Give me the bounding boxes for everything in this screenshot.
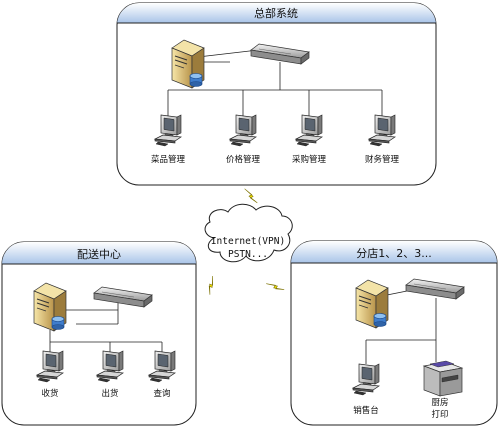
lightning-icon — [201, 275, 221, 295]
panel-hq-header — [117, 3, 436, 23]
lightning-icon — [265, 277, 285, 297]
cloud-label-network: Internet(VPN) — [211, 236, 285, 247]
cloud-label-pstn: PSTN... — [228, 249, 268, 260]
printer-icon — [422, 360, 464, 397]
distribution-links — [49, 300, 163, 352]
printer-label-line2: 打印 — [431, 409, 448, 420]
client-label: 价格管理 — [226, 154, 261, 165]
panel-branch-title: 分店1、2、3... — [356, 246, 432, 260]
panel-hq: 总部系统 菜品管理 价格管理 采购管理 财务管理 — [116, 2, 437, 186]
client-label: 出货 — [101, 388, 119, 399]
client-label: 财务管理 — [365, 154, 400, 165]
server-icon — [355, 279, 389, 329]
printer-label-line1: 厨房 — [431, 397, 448, 408]
panel-distribution-header — [2, 242, 196, 264]
client-label: 查询 — [153, 388, 170, 399]
server-icon — [33, 282, 67, 332]
panel-hq-title: 总部系统 — [254, 6, 298, 20]
panel-branch-header — [291, 241, 497, 263]
lightning-icon — [244, 186, 258, 205]
panel-distribution: 配送中心 收货 出货 查询 — [1, 241, 197, 426]
client-label: 菜品管理 — [151, 154, 186, 165]
server-icon — [171, 39, 205, 89]
hq-links — [167, 49, 383, 116]
panel-branch: 分店1、2、3... 销售台 厨房 打印 — [290, 240, 498, 426]
client-label: 采购管理 — [292, 154, 327, 165]
panel-distribution-title: 配送中心 — [77, 247, 121, 261]
cloud-icon: Internet(VPN) PSTN... — [204, 203, 293, 263]
client-label: 收货 — [41, 388, 59, 399]
client-label: 销售台 — [353, 405, 379, 416]
